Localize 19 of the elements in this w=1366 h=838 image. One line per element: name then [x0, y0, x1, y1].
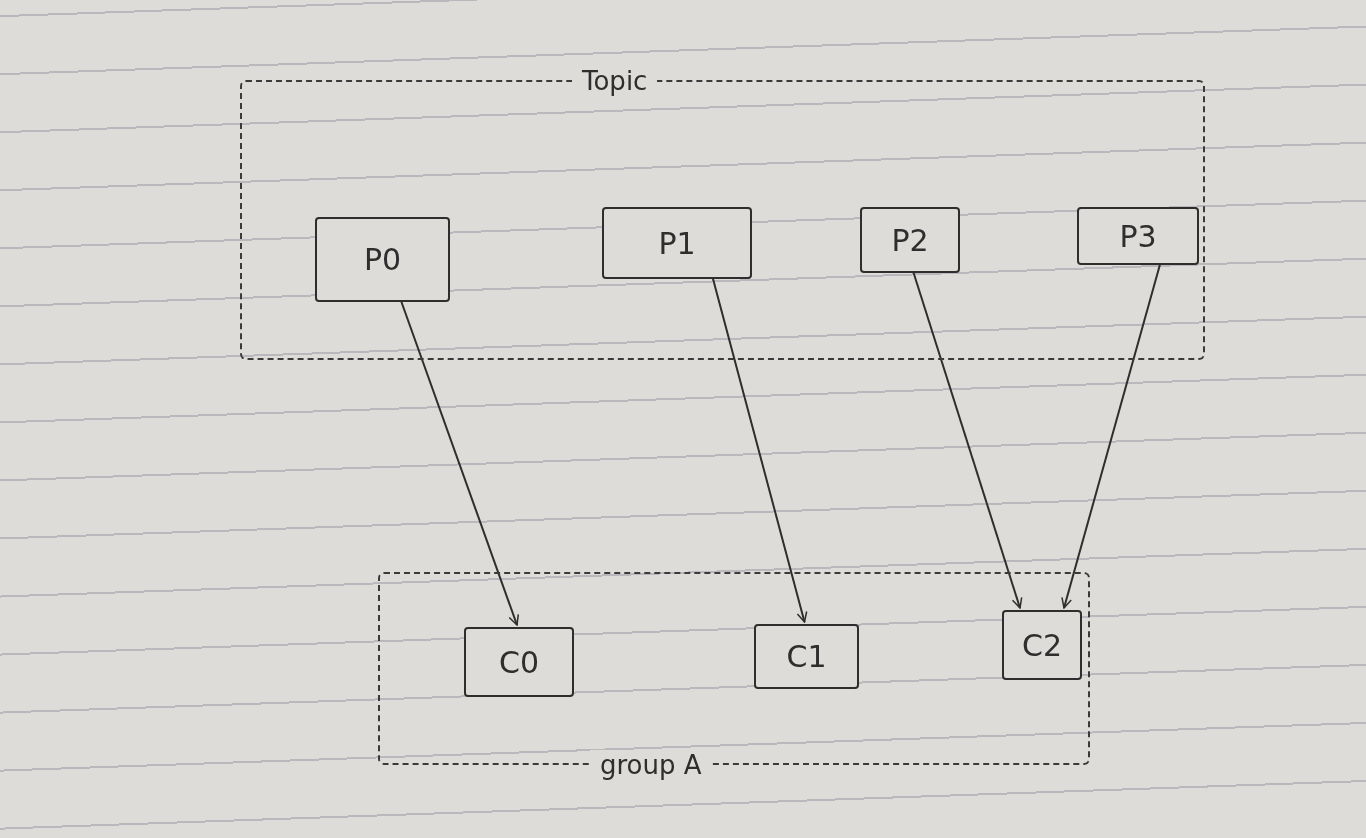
arrow [1061, 262, 1162, 609]
item-box [602, 207, 752, 279]
item-box [1002, 610, 1082, 680]
arrow [399, 299, 520, 626]
item-label: P1 [658, 225, 696, 261]
item-label: C2 [1021, 627, 1062, 663]
arrow [711, 276, 808, 623]
item-label: C0 [498, 644, 539, 680]
arrow [912, 270, 1023, 609]
item-label: P3 [1119, 218, 1157, 254]
item-box [464, 627, 574, 697]
group-title: group A [590, 750, 712, 780]
item-label: C1 [786, 639, 827, 674]
item-box [754, 624, 859, 689]
item-label: P2 [891, 222, 929, 258]
item-box [1077, 207, 1199, 265]
item-label: P0 [363, 242, 402, 277]
item-box [860, 207, 960, 273]
item-box [315, 217, 450, 302]
